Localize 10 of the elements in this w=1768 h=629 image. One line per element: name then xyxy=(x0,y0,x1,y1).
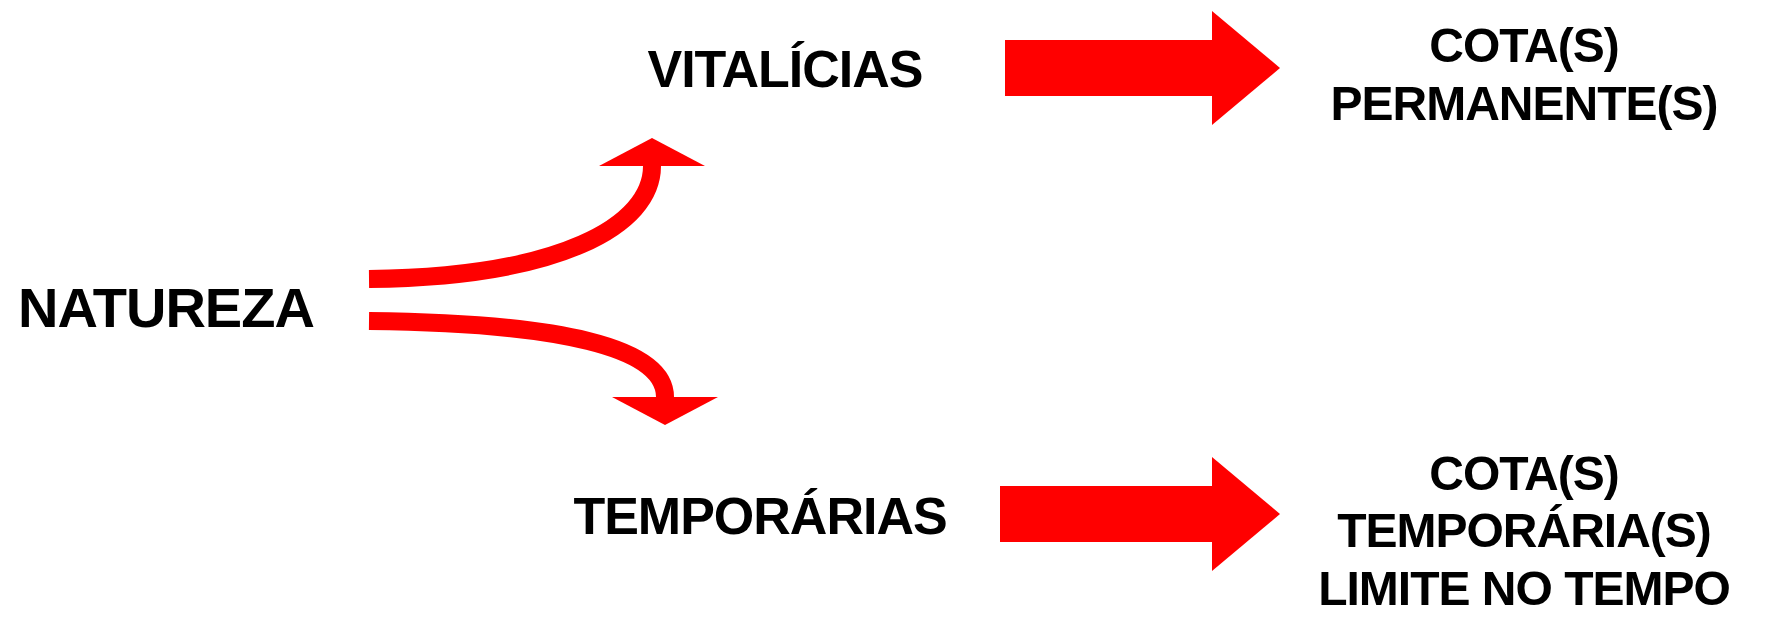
arrow xyxy=(1000,457,1280,571)
node-label: NATUREZA xyxy=(18,274,314,341)
node-label: COTA(S) PERMANENTE(S) xyxy=(1329,17,1719,132)
node-label: COTA(S) TEMPORÁRIA(S) xyxy=(1336,445,1712,560)
arrow xyxy=(368,312,718,425)
node-label: TEMPORÁRIAS xyxy=(573,485,947,547)
node-label: VITALÍCIAS xyxy=(647,39,923,100)
arrow xyxy=(1005,11,1280,125)
arrow xyxy=(368,138,705,288)
node-label: LIMITE NO TEMPO xyxy=(1318,560,1730,617)
